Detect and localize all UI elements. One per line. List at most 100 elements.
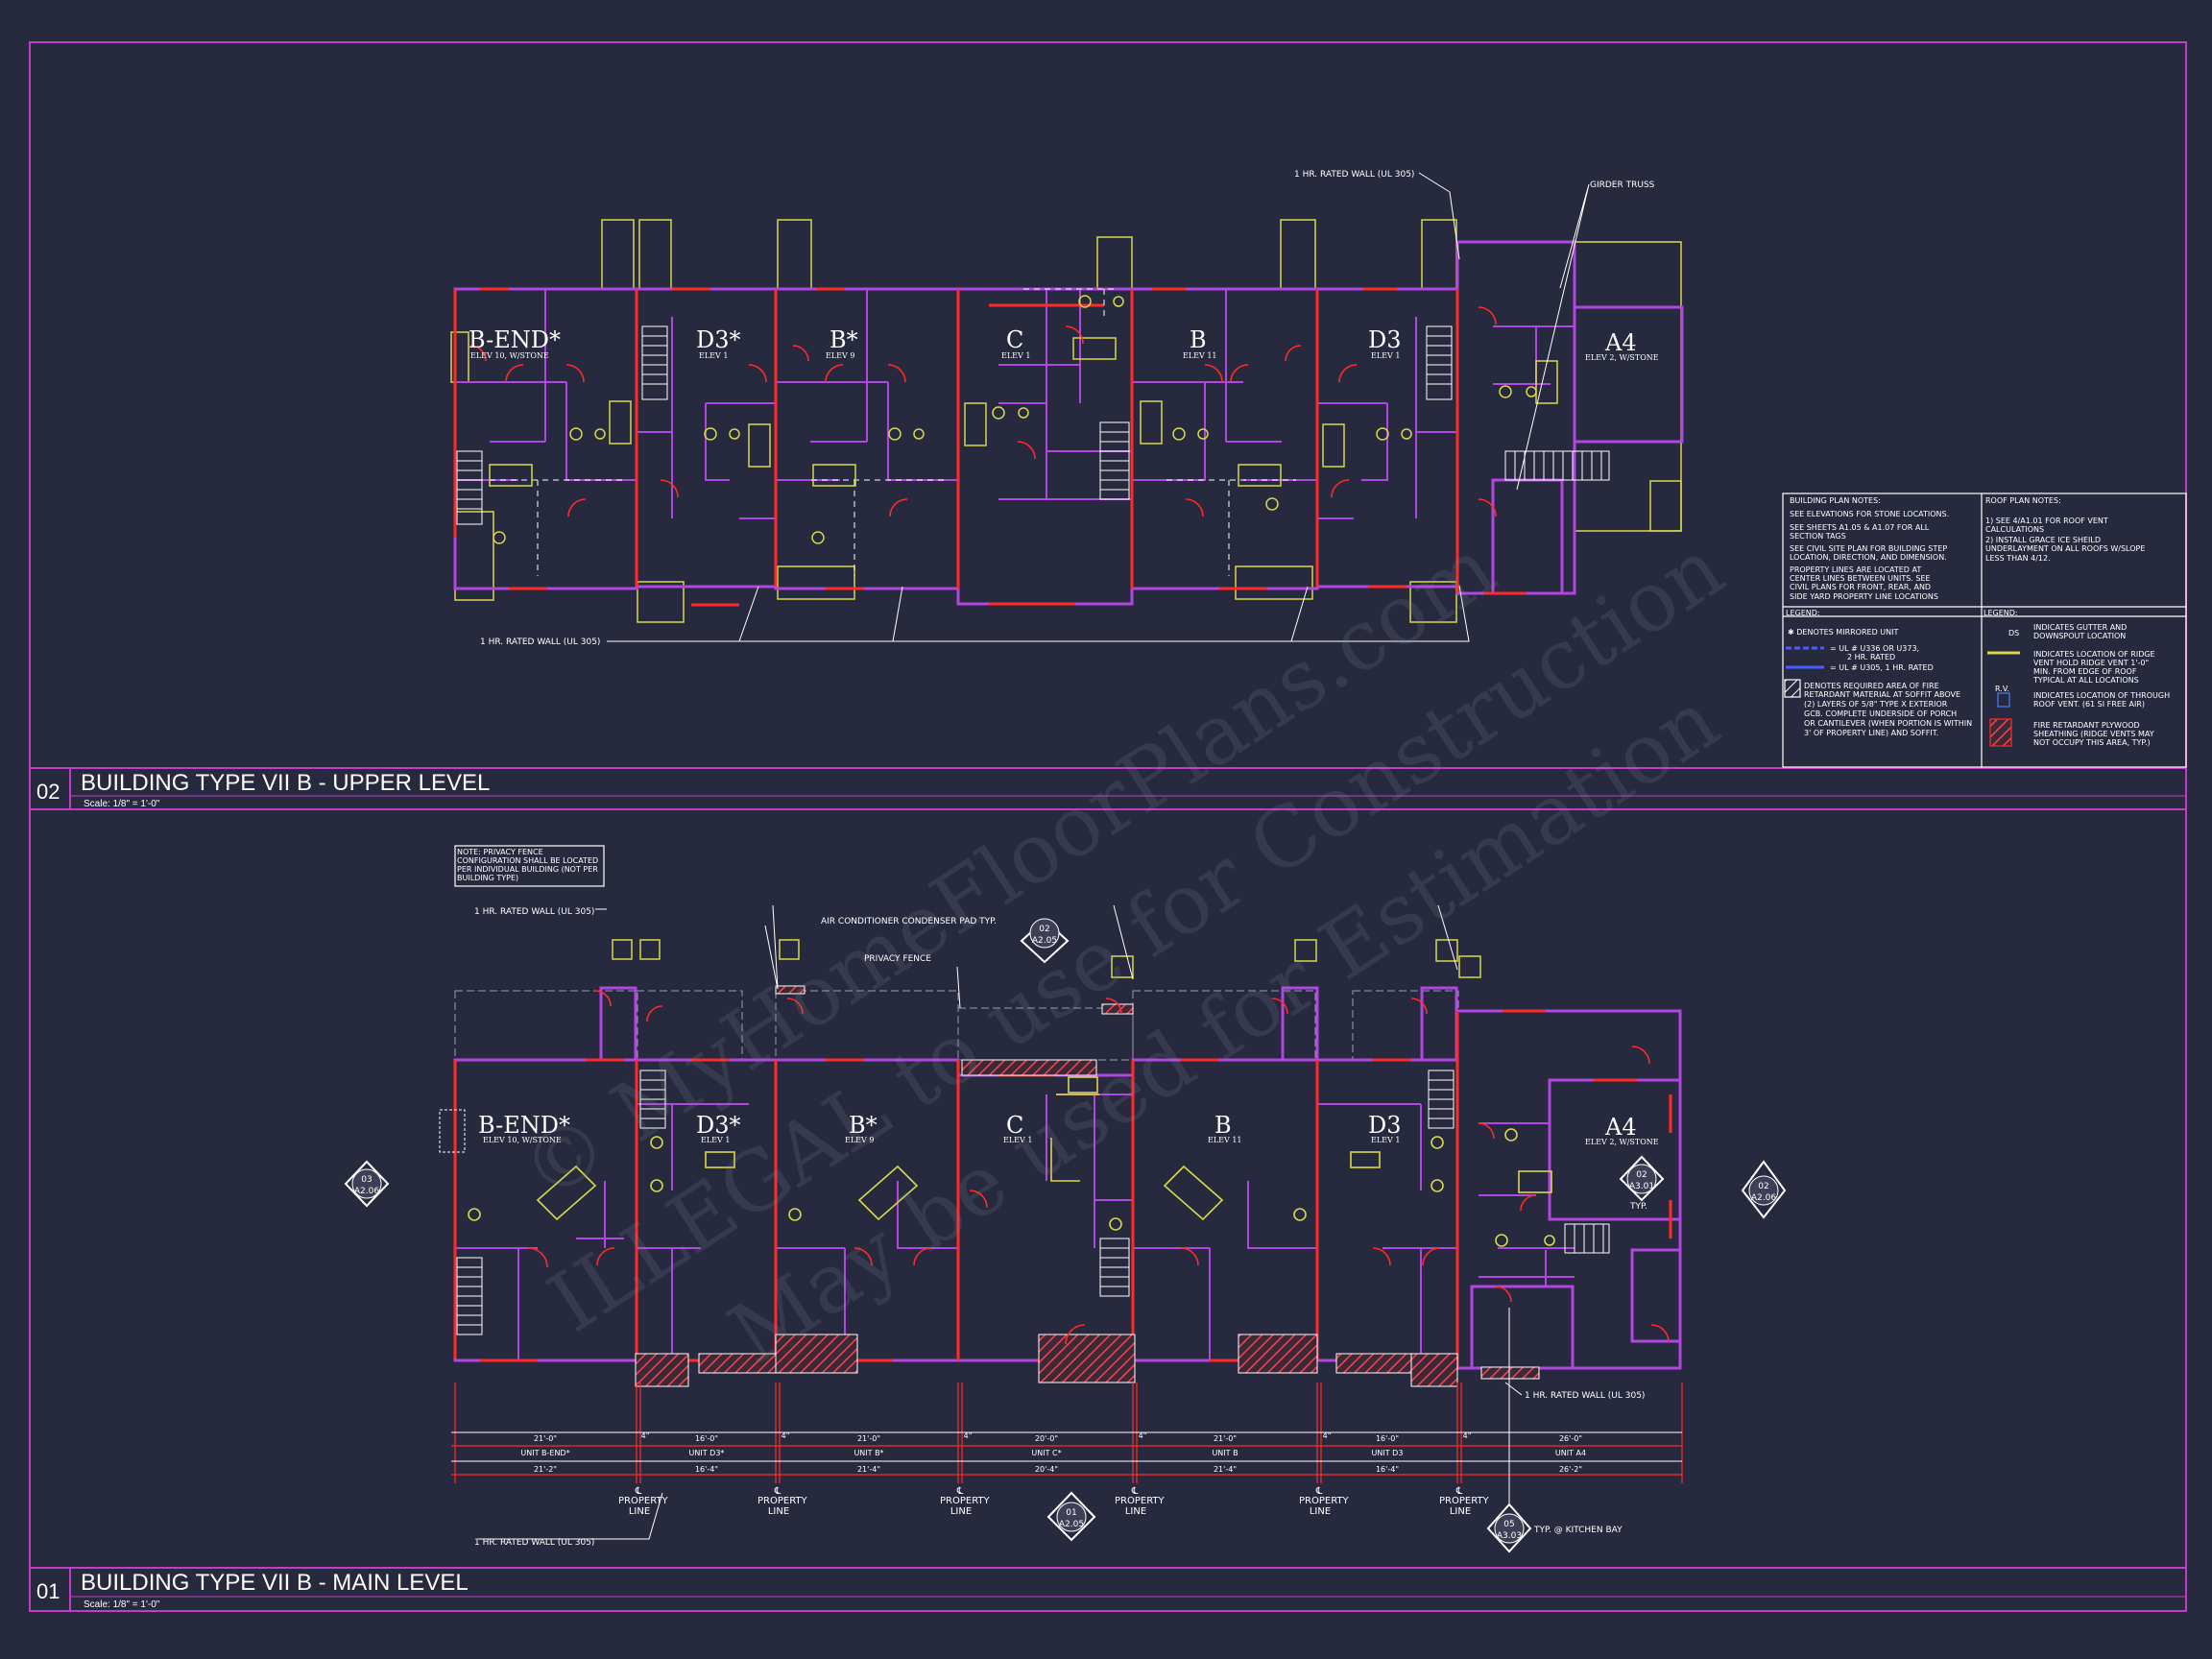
unit-sub: ELEV 1 (701, 1136, 730, 1144)
svg-text:16'-4": 16'-4" (1376, 1465, 1399, 1474)
svg-text:UNIT B*: UNIT B* (854, 1449, 883, 1457)
legend-left: LEGEND: ✱ DENOTES MIRRORED UNIT = UL # U… (1786, 609, 1972, 737)
svg-text:UNIT D3*: UNIT D3* (689, 1449, 725, 1457)
air-conditioner-callout: AIR CONDITIONER CONDENSER PAD TYP. (821, 917, 997, 926)
svg-text:16'-0": 16'-0" (1376, 1434, 1399, 1443)
view-title-main: BUILDING TYPE VII B - MAIN LEVEL (81, 1570, 469, 1596)
svg-text:21'-4": 21'-4" (1214, 1465, 1237, 1474)
unit-sub: ELEV 9 (826, 351, 854, 360)
svg-text:RETARDANT MATERIAL AT SOFFIT A: RETARDANT MATERIAL AT SOFFIT ABOVE (1804, 690, 1960, 699)
svg-text:NOT OCCUPY THIS AREA, TYP.): NOT OCCUPY THIS AREA, TYP.) (2033, 738, 2151, 747)
svg-text:℄: ℄ (956, 1486, 964, 1497)
unit-label: B-END* (469, 326, 561, 353)
svg-text:UNIT A4: UNIT A4 (1555, 1449, 1586, 1457)
unit-sub: ELEV 1 (1003, 1136, 1032, 1144)
unit-label: D3 (1368, 1112, 1402, 1139)
svg-text:TYPICAL AT ALL LOCATIONS: TYPICAL AT ALL LOCATIONS (2032, 676, 2139, 685)
svg-text:CIVIL PLANS FOR FRONT, REAR, A: CIVIL PLANS FOR FRONT, REAR, AND (1790, 583, 1931, 591)
callouts: 1 HR. RATED WALL (UL 305) GIRDER TRUSS 1… (474, 170, 1655, 1548)
unit-sub: ELEV 1 (1001, 351, 1030, 360)
legend-frames (454, 493, 2187, 887)
svg-text:26'-0": 26'-0" (1559, 1434, 1582, 1443)
unit-sub: ELEV 9 (845, 1136, 874, 1144)
svg-text:DS: DS (2008, 629, 2019, 637)
svg-text:INDICATES LOCATION OF RIDGE: INDICATES LOCATION OF RIDGE (2033, 650, 2155, 659)
svg-text:✱ DENOTES MIRRORED UNIT: ✱ DENOTES MIRRORED UNIT (1788, 628, 1898, 637)
view-title-upper: BUILDING TYPE VII B - UPPER LEVEL (81, 770, 490, 796)
svg-text:MIN. FROM EDGE OF ROOF: MIN. FROM EDGE OF ROOF (2033, 667, 2137, 676)
svg-text:21'-4": 21'-4" (857, 1465, 880, 1474)
unit-sub: ELEV 2, W/STONE (1585, 353, 1659, 362)
unit-label: D3* (696, 326, 741, 353)
svg-text:℄: ℄ (1131, 1486, 1139, 1497)
view-scale-upper: Scale: 1/8" = 1'-0" (84, 799, 160, 809)
svg-text:INDICATES GUTTER AND: INDICATES GUTTER AND (2033, 623, 2127, 632)
svg-text:21'-0": 21'-0" (1214, 1434, 1237, 1443)
unit-sub: ELEV 11 (1183, 351, 1217, 360)
svg-text:INDICATES LOCATION OF THROUGH: INDICATES LOCATION OF THROUGH (2033, 691, 2170, 700)
svg-text:21'-0": 21'-0" (534, 1434, 557, 1443)
dimension-text: 21'-0" 4" 16'-0" 4" 21'-0" 4" 20'-0" 4" … (520, 1431, 1586, 1474)
svg-text:16'-4": 16'-4" (695, 1465, 718, 1474)
svg-text:ROOF PLAN NOTES:: ROOF PLAN NOTES: (1985, 496, 2061, 505)
svg-text:4": 4" (964, 1431, 973, 1440)
svg-text:SIDE YARD PROPERTY LINE LOCATI: SIDE YARD PROPERTY LINE LOCATIONS (1790, 592, 1938, 601)
svg-text:4": 4" (641, 1431, 650, 1440)
svg-text:02: 02 (1758, 1182, 1768, 1191)
svg-text:OR CANTILEVER (WHEN PORTION IS: OR CANTILEVER (WHEN PORTION IS WITHIN (1804, 719, 1972, 728)
svg-text:LEGEND:: LEGEND: (1786, 609, 1820, 617)
girder-truss-callout: GIRDER TRUSS (1590, 180, 1655, 190)
unit-sub: ELEV 10, W/STONE (470, 351, 549, 360)
svg-text:01: 01 (1066, 1508, 1076, 1518)
svg-text:(2) LAYERS OF 5/8" TYPE X EXTE: (2) LAYERS OF 5/8" TYPE X EXTERIOR (1804, 700, 1948, 709)
svg-text:A3.01: A3.01 (1629, 1182, 1654, 1191)
view-scale-main: Scale: 1/8" = 1'-0" (84, 1599, 160, 1610)
svg-text:4": 4" (1139, 1431, 1147, 1440)
svg-text:05: 05 (1503, 1520, 1514, 1529)
rated-wall-callout: 1 HR. RATED WALL (UL 305) (1294, 170, 1414, 180)
svg-text:FIRE RETARDANT PLYWOOD: FIRE RETARDANT PLYWOOD (2033, 721, 2140, 730)
svg-text:DOWNSPOUT LOCATION: DOWNSPOUT LOCATION (2033, 632, 2126, 640)
unit-sub: ELEV 1 (699, 351, 728, 360)
svg-text:CENTER LINES BETWEEN UNITS. SE: CENTER LINES BETWEEN UNITS. SEE (1790, 574, 1931, 583)
svg-text:16'-0": 16'-0" (695, 1434, 718, 1443)
rated-wall-callout: 1 HR. RATED WALL (UL 305) (474, 1538, 594, 1548)
unit-label: B* (830, 326, 858, 353)
svg-text:02: 02 (1039, 925, 1049, 934)
typ-kitchen-callout: TYP. @ KITCHEN BAY (1533, 1526, 1623, 1535)
sheet-border (29, 41, 2187, 1612)
unit-sub: ELEV 10, W/STONE (483, 1136, 562, 1144)
svg-text:2 HR. RATED: 2 HR. RATED (1847, 653, 1895, 661)
svg-text:2) INSTALL GRACE ICE SHEILD: 2) INSTALL GRACE ICE SHEILD (1985, 536, 2101, 544)
svg-text:BUILDING PLAN NOTES:: BUILDING PLAN NOTES: (1790, 496, 1881, 505)
unit-label: B-END* (478, 1112, 570, 1139)
view-number-main: 01 (36, 1579, 60, 1603)
svg-text:4": 4" (1463, 1431, 1472, 1440)
svg-text:21'-2": 21'-2" (534, 1465, 557, 1474)
unit-label: D3* (696, 1112, 741, 1139)
unit-label: C (1006, 326, 1023, 353)
unit-sub: ELEV 1 (1371, 351, 1400, 360)
unit-label: A4 (1604, 1114, 1637, 1141)
rated-wall-callout: 1 HR. RATED WALL (UL 305) (474, 907, 594, 917)
svg-text:ROOF VENT. (61 SI FREE AIR): ROOF VENT. (61 SI FREE AIR) (2033, 700, 2145, 709)
unit-label: D3 (1368, 326, 1402, 353)
svg-text:21'-0": 21'-0" (857, 1434, 880, 1443)
upper-level-plan (450, 172, 1684, 642)
svg-text:LESS THAN 4/12.: LESS THAN 4/12. (1985, 554, 2051, 563)
svg-text:LOCATION, DIRECTION, AND DIMEN: LOCATION, DIRECTION, AND DIMENSION. (1790, 553, 1947, 562)
svg-text:SECTION TAGS: SECTION TAGS (1790, 532, 1846, 541)
upper-unit-labels: B-END* ELEV 10, W/STONE D3* ELEV 1 B* EL… (469, 326, 1659, 362)
main-level-plan (439, 904, 1683, 1540)
plan-notes: BUILDING PLAN NOTES: SEE ELEVATIONS FOR … (1790, 496, 1949, 601)
rated-wall-callout: 1 HR. RATED WALL (UL 305) (1525, 1391, 1645, 1401)
svg-text:UNIT B-END*: UNIT B-END* (520, 1449, 569, 1457)
privacy-fence-callout: PRIVACY FENCE (864, 954, 931, 964)
svg-text:℄: ℄ (774, 1486, 781, 1497)
svg-text:UNDERLAYMENT ON ALL ROOFS W/SL: UNDERLAYMENT ON ALL ROOFS W/SLOPE (1985, 544, 2145, 553)
svg-text:20'-4": 20'-4" (1035, 1465, 1058, 1474)
